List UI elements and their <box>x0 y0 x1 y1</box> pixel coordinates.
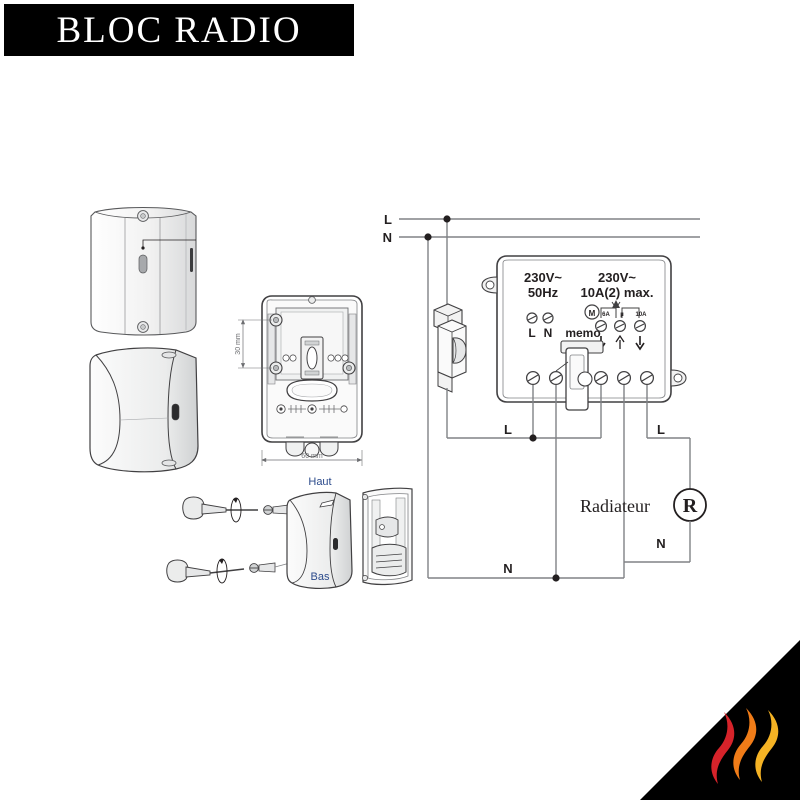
module-supply-spec-line2: 50Hz <box>528 285 559 300</box>
housing-perspective-view <box>89 347 199 473</box>
junction-dot-L-mid <box>529 434 537 442</box>
wiring-diagram: L N <box>383 212 707 582</box>
mid-label-L-right: L <box>657 422 665 437</box>
flame-logo <box>640 640 800 800</box>
junction-dot-L-top <box>443 215 451 223</box>
dimension-horizontal-label: 60 mm <box>301 453 323 460</box>
motor-symbol: M <box>584 304 600 320</box>
junction-dot-N-bottom <box>552 574 560 582</box>
radiator-label: Radiateur <box>580 496 650 516</box>
flame-red <box>711 712 735 784</box>
flame-orange <box>733 708 757 780</box>
module-bottom-terminals <box>525 370 655 386</box>
output-marking-6a: 6A <box>602 312 610 318</box>
bloc-radio-module: 230V~ 50Hz 230V~ 10A(2) max. L N memo <box>481 255 687 411</box>
supply-label-L: L <box>384 212 392 227</box>
mid-label-L-left: L <box>504 422 512 437</box>
front-cover-3d <box>286 491 353 589</box>
label-haut: Haut <box>308 476 331 488</box>
memo-holder <box>560 340 604 411</box>
screw-assembly-exploded-view: Haut Bas <box>166 476 413 589</box>
output-marking-10a: 10A <box>635 312 647 318</box>
junction-dot-N-top <box>424 233 432 241</box>
module-input-terminals: L N <box>526 312 554 340</box>
dimension-vertical-label: 30 mm <box>235 333 242 355</box>
circuit-breaker <box>433 303 467 438</box>
module-load-spec-line1: 230V~ <box>598 270 636 285</box>
logo-triangle-background <box>640 640 800 800</box>
module-load-spec-line2: 10A(2) max. <box>581 285 654 300</box>
label-bas: Bas <box>311 571 330 583</box>
page-title: BLOC RADIO <box>56 9 302 51</box>
mounting-backplate: 30 mm 60 mm <box>235 295 363 466</box>
output-marking-mu: µ <box>620 312 624 318</box>
module-memo-label: memo <box>565 326 600 340</box>
bottom-label-N: N <box>503 561 512 576</box>
flame-group <box>711 708 779 784</box>
motor-symbol-letter: M <box>589 309 596 318</box>
module-terminal-label-N: N <box>544 326 553 340</box>
dimension-vertical: 30 mm <box>235 319 272 369</box>
rear-body-internals <box>362 487 413 586</box>
screwdriver-lower <box>166 558 245 584</box>
module-terminal-label-L: L <box>528 326 535 340</box>
supply-label-N: N <box>383 230 392 245</box>
screw-upper <box>263 504 313 515</box>
screwdriver-upper <box>182 496 258 523</box>
title-banner: BLOC RADIO <box>4 4 354 56</box>
flame-amber <box>755 710 779 782</box>
radiator-symbol: R <box>683 495 698 517</box>
housing-top-view <box>90 206 197 336</box>
dimension-horizontal: 60 mm <box>261 450 363 466</box>
radiator-load: Radiateur R <box>580 488 707 522</box>
module-supply-spec-line1: 230V~ <box>524 270 562 285</box>
module-output-terminals <box>594 320 646 333</box>
radiator-N-label: N <box>656 536 665 551</box>
